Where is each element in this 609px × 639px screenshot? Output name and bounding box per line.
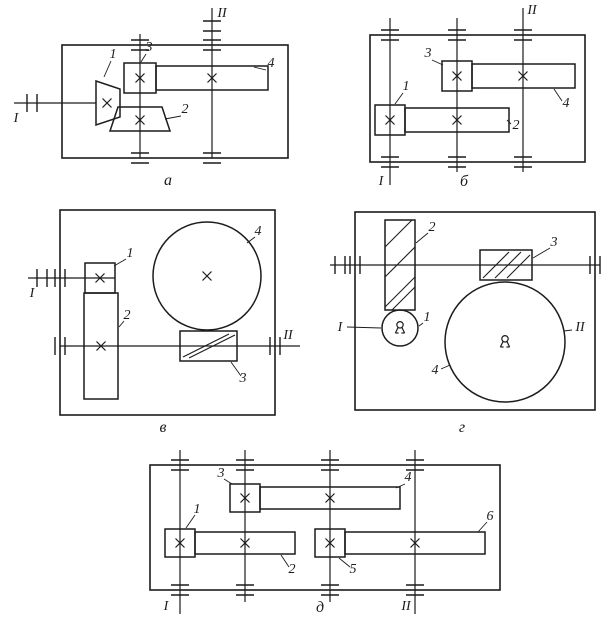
- part-label-3: 3: [217, 466, 225, 481]
- worm-wheel-4: [444, 281, 566, 403]
- gear-4: [259, 486, 401, 510]
- housing-outline: [369, 34, 586, 163]
- worm-1-end-view: [381, 309, 419, 347]
- caption-b: б: [460, 173, 469, 190]
- gears: [83, 221, 262, 400]
- x-mark-icon: [201, 270, 213, 282]
- diagram-d: 3 4 1 2 5 6 I II д: [149, 450, 501, 616]
- shaft-label-II: II: [574, 320, 586, 335]
- shaft-label-II: II: [216, 6, 228, 21]
- gear-2: [194, 531, 296, 555]
- part-label-1: 1: [194, 502, 201, 517]
- bearings: [170, 459, 425, 596]
- part-label-6: 6: [487, 509, 494, 524]
- shaft-lines: [14, 8, 213, 158]
- part-label-2: 2: [429, 220, 436, 235]
- shaft-label-I: I: [163, 599, 170, 614]
- caption-v: в: [160, 419, 167, 436]
- leader-lines: [394, 59, 563, 125]
- axis-end-icon: [499, 335, 511, 348]
- part-label-3: 3: [145, 40, 153, 55]
- diagram-g: 2 3 1 I 4 II г: [330, 211, 601, 436]
- diagram-b: 3 4 1 2 II I б: [369, 3, 586, 190]
- part-label-4: 4: [432, 363, 439, 378]
- shaft-label-I: I: [13, 111, 20, 126]
- gears: [381, 219, 566, 403]
- part-label-4: 4: [255, 224, 262, 239]
- part-label-3: 3: [424, 46, 432, 61]
- part-label-3: 3: [550, 235, 558, 250]
- caption-d: д: [316, 599, 324, 616]
- housing-outline: [354, 211, 596, 411]
- shaft-label-II: II: [400, 599, 412, 614]
- bevel-pinion-1: [95, 79, 121, 127]
- part-label-2: 2: [182, 102, 189, 117]
- leader-lines: [113, 236, 256, 377]
- leader-lines: [103, 53, 267, 120]
- caption-g: г: [459, 419, 465, 436]
- gears: [374, 60, 576, 136]
- mount-marks: [174, 492, 421, 549]
- worm-hatch: [182, 333, 236, 359]
- caption-a: а: [164, 172, 172, 189]
- axis-marks: [394, 321, 511, 348]
- part-label-4: 4: [563, 96, 570, 111]
- bearings: [36, 268, 281, 356]
- gear-2: [404, 107, 510, 133]
- part-label-1: 1: [110, 47, 117, 62]
- gear-6: [344, 531, 486, 555]
- part-label-1: 1: [127, 246, 134, 261]
- axis-end-icon: [394, 321, 406, 334]
- worm-3: [179, 330, 238, 362]
- gears: [164, 483, 486, 558]
- part-label-4: 4: [268, 56, 275, 71]
- part-label-2: 2: [124, 308, 131, 323]
- diagram-v: 1 2 3 4 I II в: [28, 209, 300, 436]
- diagram-a: 1 2 3 4 II I а: [13, 6, 289, 189]
- x-mark-icon: [101, 97, 113, 109]
- leader-lines: [185, 478, 488, 568]
- part-label-2: 2: [289, 562, 296, 577]
- shaft-label-I: I: [378, 174, 385, 189]
- leader-lines: [346, 232, 573, 370]
- worm-3: [479, 249, 533, 281]
- shaft-label-II: II: [526, 3, 538, 18]
- gear-4: [471, 63, 576, 89]
- housing-outline: [61, 44, 289, 159]
- gear-2: [83, 292, 119, 400]
- helix-hatch: [384, 219, 531, 311]
- part-label-5: 5: [350, 562, 357, 577]
- part-label-3: 3: [239, 371, 247, 386]
- bevel-wheel-2: [108, 106, 172, 132]
- gears: [95, 62, 269, 132]
- gear-4: [155, 65, 269, 91]
- part-label-1: 1: [424, 310, 431, 325]
- part-label-4: 4: [405, 470, 412, 485]
- shaft-label-II: II: [282, 328, 294, 343]
- shaft-label-I: I: [29, 286, 36, 301]
- housing-outline: [149, 464, 501, 591]
- housing-outline: [59, 209, 276, 416]
- shaft-label-I: I: [337, 320, 344, 335]
- worm-wheel-4: [152, 221, 262, 331]
- part-label-1: 1: [403, 79, 410, 94]
- part-label-2: 2: [513, 118, 520, 133]
